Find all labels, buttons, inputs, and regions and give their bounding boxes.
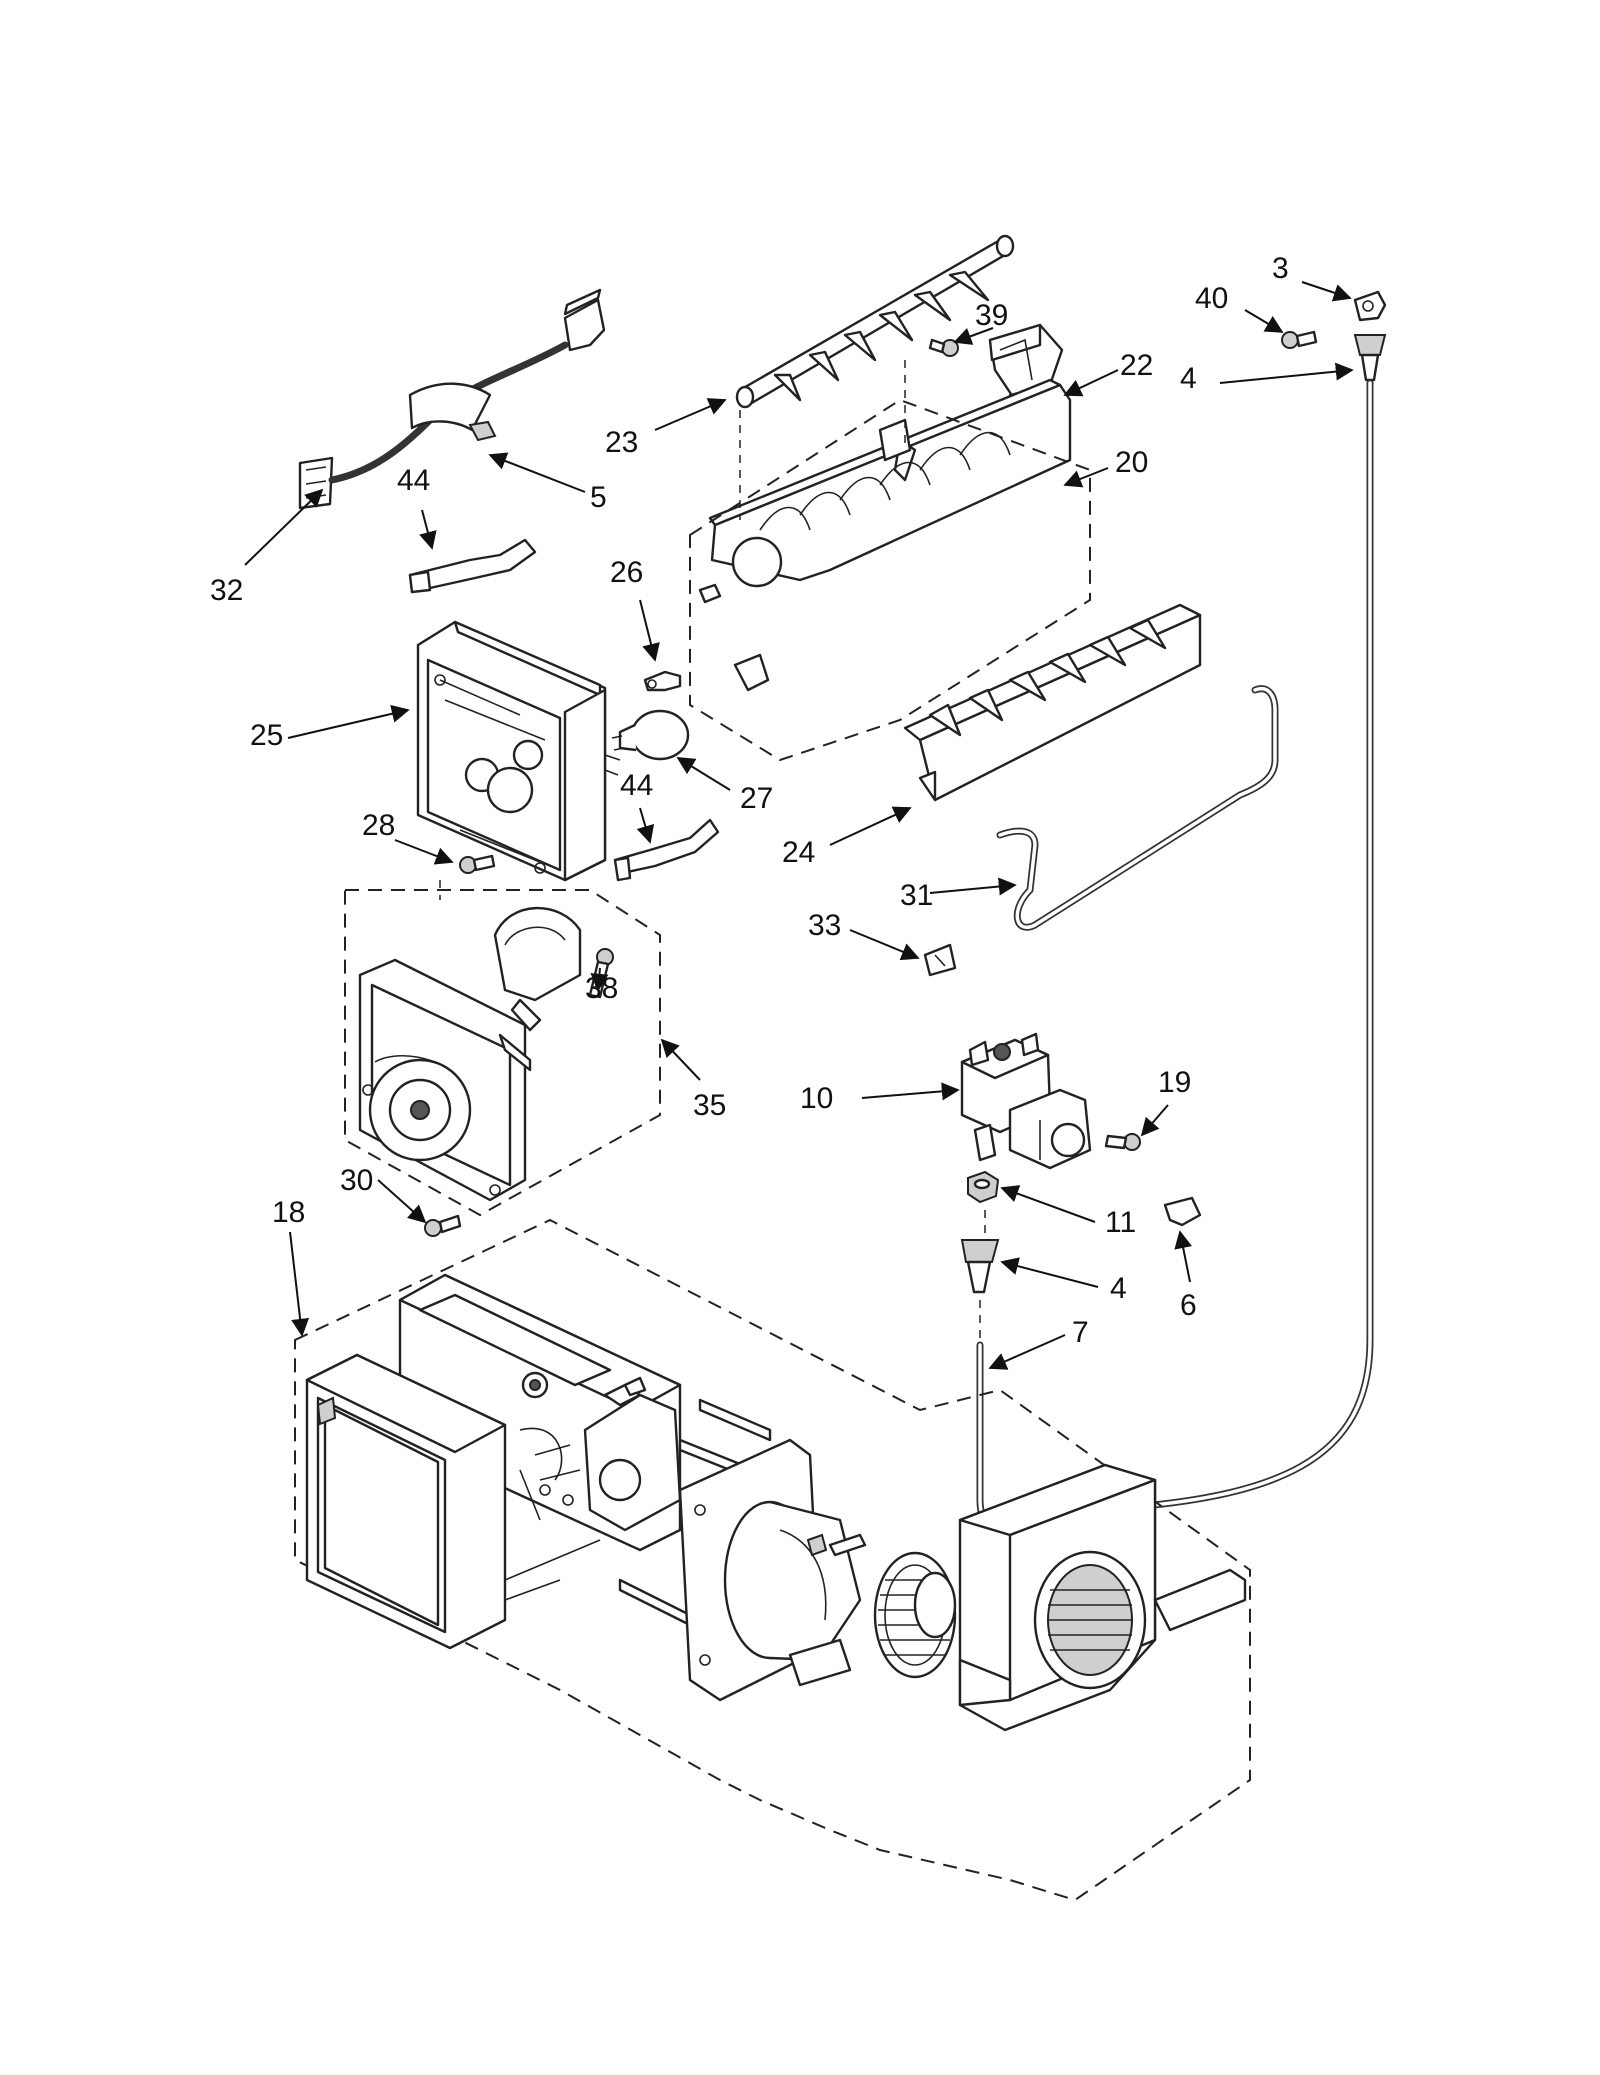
wire-harness-part-32 (298, 288, 606, 510)
clip-part-44-lower (613, 818, 720, 882)
callout-6: 6 (1180, 1289, 1197, 1322)
callout-27: 27 (740, 782, 773, 815)
mold-assembly-group-outline (689, 398, 1091, 762)
leader-lines (244, 281, 1354, 1370)
callout-26: 26 (610, 556, 643, 589)
callout-10: 10 (800, 1082, 833, 1115)
water-tube (1086, 379, 1374, 1514)
screw-part-30 (424, 1214, 462, 1237)
callout-39: 39 (975, 299, 1008, 332)
callout-33: 33 (808, 909, 841, 942)
callout-24: 24 (782, 836, 815, 869)
clip-part-33 (923, 943, 957, 977)
nut-part-11 (967, 1170, 1000, 1204)
callout-22: 22 (1120, 349, 1153, 382)
tube-insert-part-4-upper (1353, 334, 1387, 382)
ejector-part-23 (735, 234, 1015, 409)
callout-30: 30 (340, 1164, 373, 1197)
callout-4-lower: 4 (1110, 1272, 1127, 1305)
stripper-part-24 (903, 603, 1202, 802)
screw-part-40 (1281, 330, 1318, 349)
clip-part-6 (1163, 1196, 1202, 1227)
clip-part-44-upper (408, 538, 537, 594)
screw-part-39 (928, 338, 959, 357)
water-valve-part-10 (960, 1032, 1092, 1170)
callout-labels: 3 40 39 22 4 23 20 5 44 32 26 25 44 27 2… (210, 252, 1289, 1349)
callout-19: 19 (1158, 1066, 1191, 1099)
callout-35: 35 (693, 1089, 726, 1122)
callout-40: 40 (1195, 282, 1228, 315)
wire-clip-part-26 (643, 670, 682, 692)
thermostat-part-27 (611, 709, 690, 761)
callout-18: 18 (272, 1196, 305, 1229)
icemaker-control-housing-part-25 (416, 620, 621, 882)
callout-4-upper: 4 (1180, 362, 1197, 395)
alignment-lines (439, 360, 986, 1345)
callout-28: 28 (362, 809, 395, 842)
auger-motor-assembly-part-18 (294, 1218, 1251, 1902)
callout-11: 11 (1105, 1206, 1136, 1239)
tube-insert-part-4-lower (960, 1239, 1000, 1294)
callout-3: 3 (1272, 252, 1289, 285)
callout-31: 31 (900, 879, 933, 912)
callout-44-lower: 44 (620, 769, 653, 802)
screw-part-19 (1104, 1133, 1141, 1151)
callout-20: 20 (1115, 446, 1148, 479)
control-assembly-part-35 (344, 889, 661, 1217)
callout-23: 23 (605, 426, 638, 459)
callout-5: 5 (590, 481, 607, 514)
fitting-part-3 (1353, 290, 1387, 322)
callout-44-upper: 44 (397, 464, 430, 497)
shut-off-arm-part-31 (996, 685, 1279, 931)
callout-7: 7 (1072, 1316, 1089, 1349)
callout-25: 25 (250, 719, 283, 752)
mold-and-heater-part-20 (698, 338, 1072, 692)
callout-38: 38 (585, 972, 618, 1005)
screw-part-28 (459, 854, 496, 874)
callout-32: 32 (210, 574, 243, 607)
